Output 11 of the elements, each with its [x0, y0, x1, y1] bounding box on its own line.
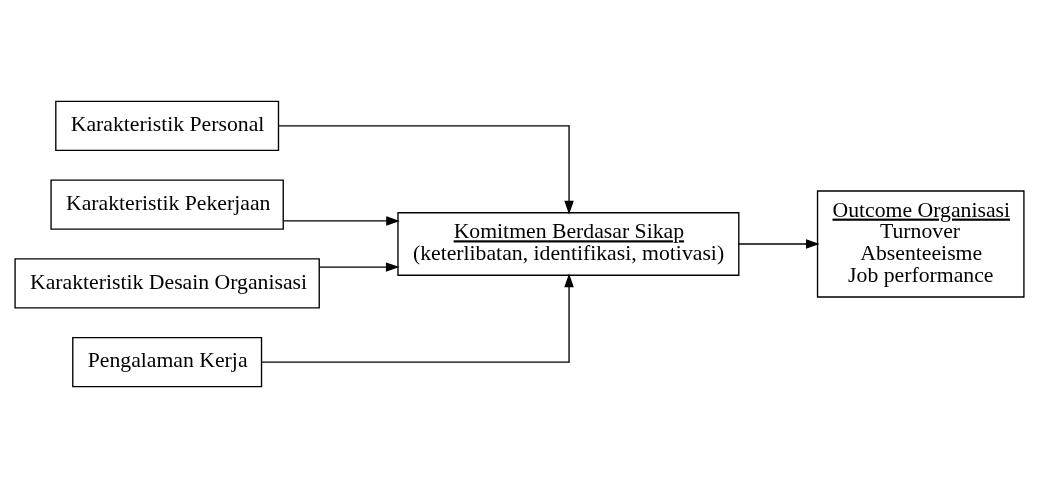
arrow [737, 238, 820, 249]
node-box: Karakteristik Pekerjaan [49, 179, 284, 230]
arrow [282, 215, 400, 226]
node-box: Komitmen Berdasar Sikap (keterlibatan, identifikasi, motivasi) [396, 211, 739, 276]
node-box: Pengalaman Kerja [71, 336, 262, 387]
node-box: Outcome Organisasi Turnover Absenteeisme Job performance [816, 189, 1025, 298]
arrow [318, 261, 399, 272]
arrow [260, 273, 574, 363]
node-box: Karakteristik Personal [54, 100, 279, 151]
node-box: Karakteristik Desain Organisasi [13, 257, 320, 308]
arrow [277, 124, 574, 214]
